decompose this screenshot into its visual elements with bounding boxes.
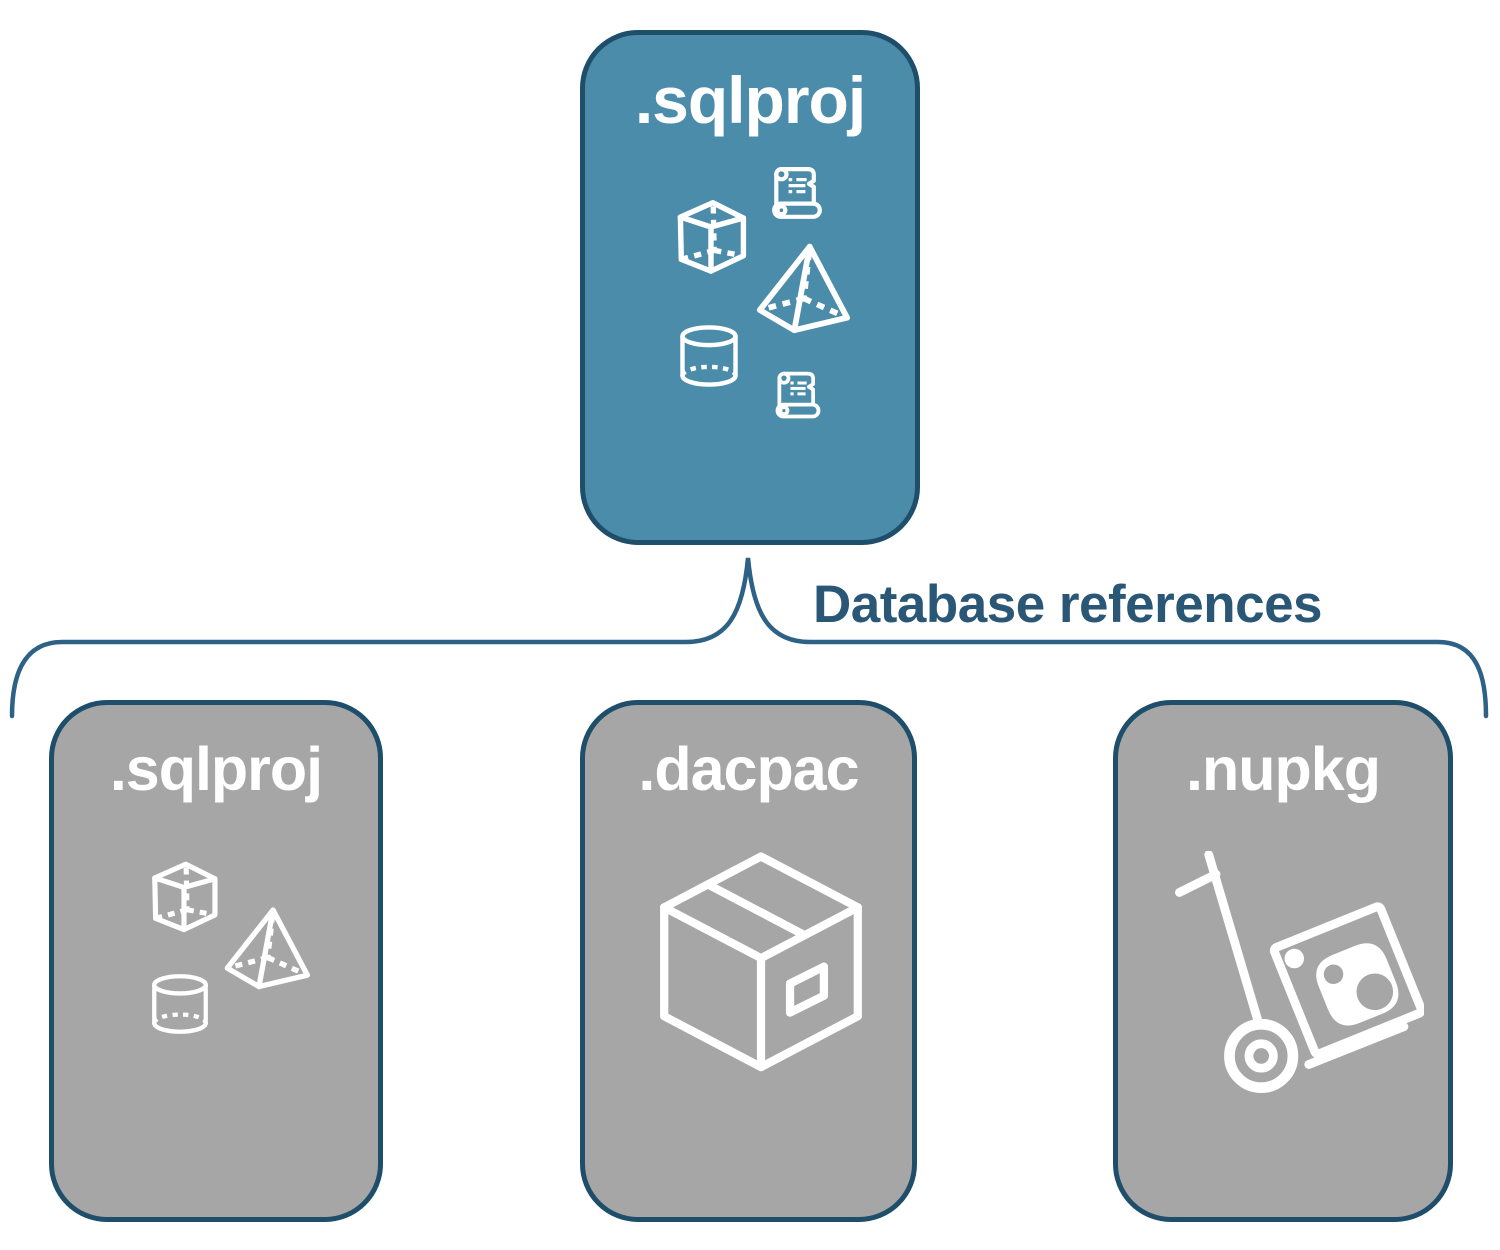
pyramid-icon [215, 903, 317, 991]
node-sqlproj-main: .sqlproj [580, 30, 920, 545]
node-title: .nupkg [1186, 735, 1381, 803]
database-cylinder-icon [675, 314, 743, 398]
node-title: .sqlproj [634, 63, 866, 137]
database-cylinder-icon [147, 966, 213, 1042]
node-title: .sqlproj [109, 735, 323, 803]
node-title: .dacpac [638, 735, 859, 803]
brace-label: Database references [813, 575, 1323, 634]
package-box-icon [640, 831, 882, 1095]
scroll-icon [771, 368, 825, 424]
node-dacpac: .dacpac [580, 700, 917, 1222]
cube-icon [665, 191, 757, 281]
nuget-hand-truck-icon [1174, 851, 1424, 1095]
node-nupkg: .nupkg [1113, 700, 1453, 1222]
scroll-icon [767, 163, 827, 225]
node-sqlproj-child: .sqlproj [49, 700, 383, 1222]
pyramid-icon [747, 239, 857, 335]
